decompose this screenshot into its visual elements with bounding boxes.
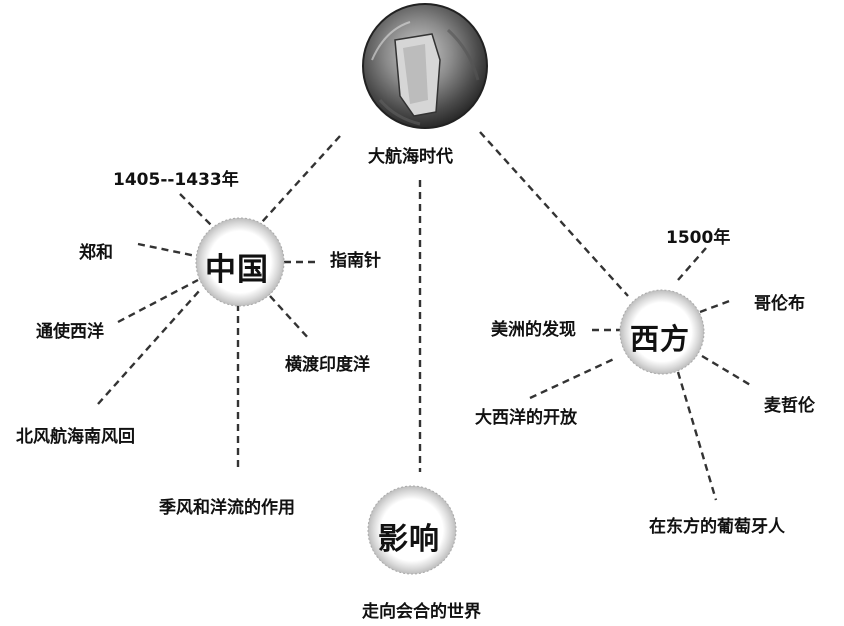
hub-china-label: 中国 [205,252,269,288]
hub-impact-label: 影响 [378,522,440,557]
hub-west-label: 西方 [630,322,691,356]
china-hengdu-label: 横渡印度洋 [285,355,370,375]
west-magellan-label: 麦哲伦 [764,396,815,416]
impact-world-label: 走向会合的世界 [362,602,481,622]
china-years-label: 1405--1433年 [113,170,239,190]
west-columbus-label: 哥伦布 [754,294,805,314]
west-atlantic-label: 大西洋的开放 [475,408,577,428]
hub-west-circle [619,289,705,375]
monument-image [362,3,488,129]
hub-china-circle [195,217,285,307]
china-beifeng-label: 北风航海南风回 [16,427,135,447]
china-zhinan-label: 指南针 [330,251,381,271]
hub-impact-circle [367,485,457,575]
china-zhenghe-label: 郑和 [79,243,113,263]
west-america-label: 美洲的发现 [491,320,576,340]
root-label: 大航海时代 [368,147,453,167]
west-year-label: 1500年 [666,228,731,248]
china-tongshi-label: 通使西洋 [36,322,104,342]
connector-lines [97,131,753,501]
west-portugal-label: 在东方的葡萄牙人 [649,517,785,537]
china-jifeng-label: 季风和洋流的作用 [159,498,295,518]
